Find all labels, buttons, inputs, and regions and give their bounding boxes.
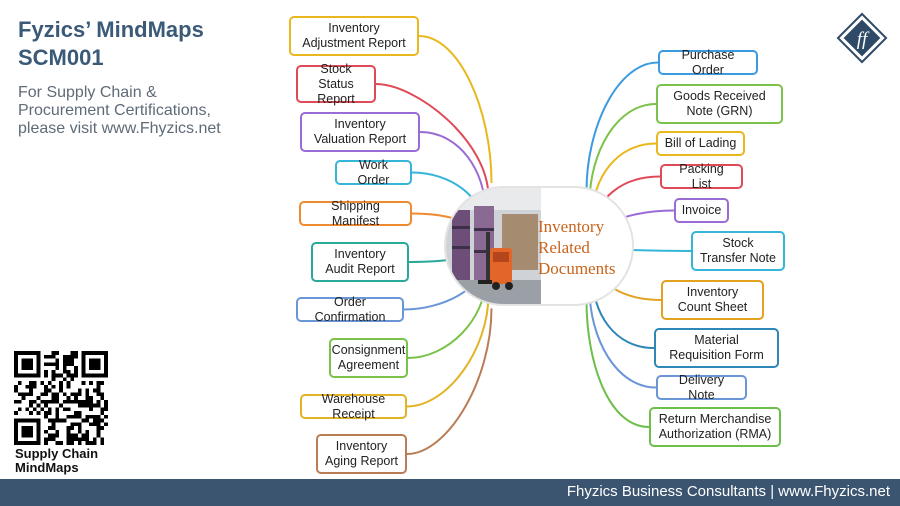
svg-text:ff: ff bbox=[857, 29, 870, 50]
node-bill-of-lading[interactable]: Bill of Lading bbox=[656, 131, 745, 156]
title-line-1: Fyzics’ MindMaps bbox=[18, 17, 204, 42]
promo-line-1: For Supply Chain & bbox=[18, 84, 157, 101]
fyzics-logo-icon[interactable]: ff bbox=[836, 12, 888, 64]
node-work-order[interactable]: Work Order bbox=[335, 158, 412, 187]
node-delivery-note[interactable]: Delivery Note bbox=[656, 373, 747, 402]
node-consignment-agreement[interactable]: Consignment Agreement bbox=[329, 338, 408, 378]
node-inventory-audit-report[interactable]: Inventory Audit Report bbox=[311, 242, 409, 282]
qr-code-icon[interactable] bbox=[14, 351, 108, 445]
central-topic-label: Inventory Related Documents bbox=[538, 216, 632, 279]
node-inventory-aging-report[interactable]: Inventory Aging Report bbox=[316, 434, 407, 474]
node-return-merchandise-authorization[interactable]: Return Merchandise Authorization (RMA) bbox=[649, 407, 781, 447]
node-inventory-count-sheet[interactable]: Inventory Count Sheet bbox=[661, 280, 764, 320]
promo-line-3: please visit www.Fhyzics.net bbox=[18, 120, 221, 137]
node-goods-received-note[interactable]: Goods Received Note (GRN) bbox=[656, 84, 783, 124]
central-topic-line-3: Documents bbox=[538, 259, 616, 278]
forklift-photo bbox=[446, 188, 541, 304]
connector-line bbox=[585, 61, 659, 191]
connector-line bbox=[406, 308, 493, 455]
node-stock-transfer-note[interactable]: Stock Transfer Note bbox=[691, 231, 785, 271]
connector-line bbox=[588, 288, 657, 389]
footer-bar: Fhyzics Business Consultants | www.Fhyzi… bbox=[0, 479, 900, 506]
connector-line bbox=[375, 83, 490, 198]
node-stock-status-report[interactable]: Stock Status Report bbox=[296, 62, 376, 106]
node-invoice[interactable]: Invoice bbox=[674, 198, 729, 223]
node-inventory-valuation-report[interactable]: Inventory Valuation Report bbox=[300, 112, 420, 152]
promo-line-2: Procurement Certifications, bbox=[18, 102, 211, 119]
connector-line bbox=[585, 300, 650, 428]
connector-line bbox=[418, 35, 493, 184]
footer-text[interactable]: Fhyzics Business Consultants | www.Fhyzi… bbox=[566, 483, 890, 500]
node-purchase-order[interactable]: Purchase Order bbox=[658, 48, 758, 77]
qr-caption-line-2: MindMaps bbox=[15, 460, 79, 475]
node-packing-list[interactable]: Packing List bbox=[660, 162, 743, 191]
node-material-requisition-form[interactable]: Material Requisition Form bbox=[654, 328, 779, 368]
node-order-confirmation[interactable]: Order Confirmation bbox=[296, 295, 404, 324]
title-line-2: SCM001 bbox=[18, 45, 104, 70]
central-topic-line-2: Related bbox=[538, 238, 590, 257]
connector-line bbox=[588, 103, 657, 204]
central-topic[interactable]: Inventory Related Documents bbox=[444, 186, 634, 306]
node-inventory-adjustment-report[interactable]: Inventory Adjustment Report bbox=[289, 16, 419, 56]
connector-line bbox=[406, 294, 490, 408]
node-warehouse-receipt[interactable]: Warehouse Receipt bbox=[300, 392, 407, 421]
central-topic-line-1: Inventory bbox=[538, 217, 605, 236]
qr-caption-line-1: Supply Chain bbox=[15, 446, 99, 461]
node-shipping-manifest[interactable]: Shipping Manifest bbox=[299, 199, 412, 228]
